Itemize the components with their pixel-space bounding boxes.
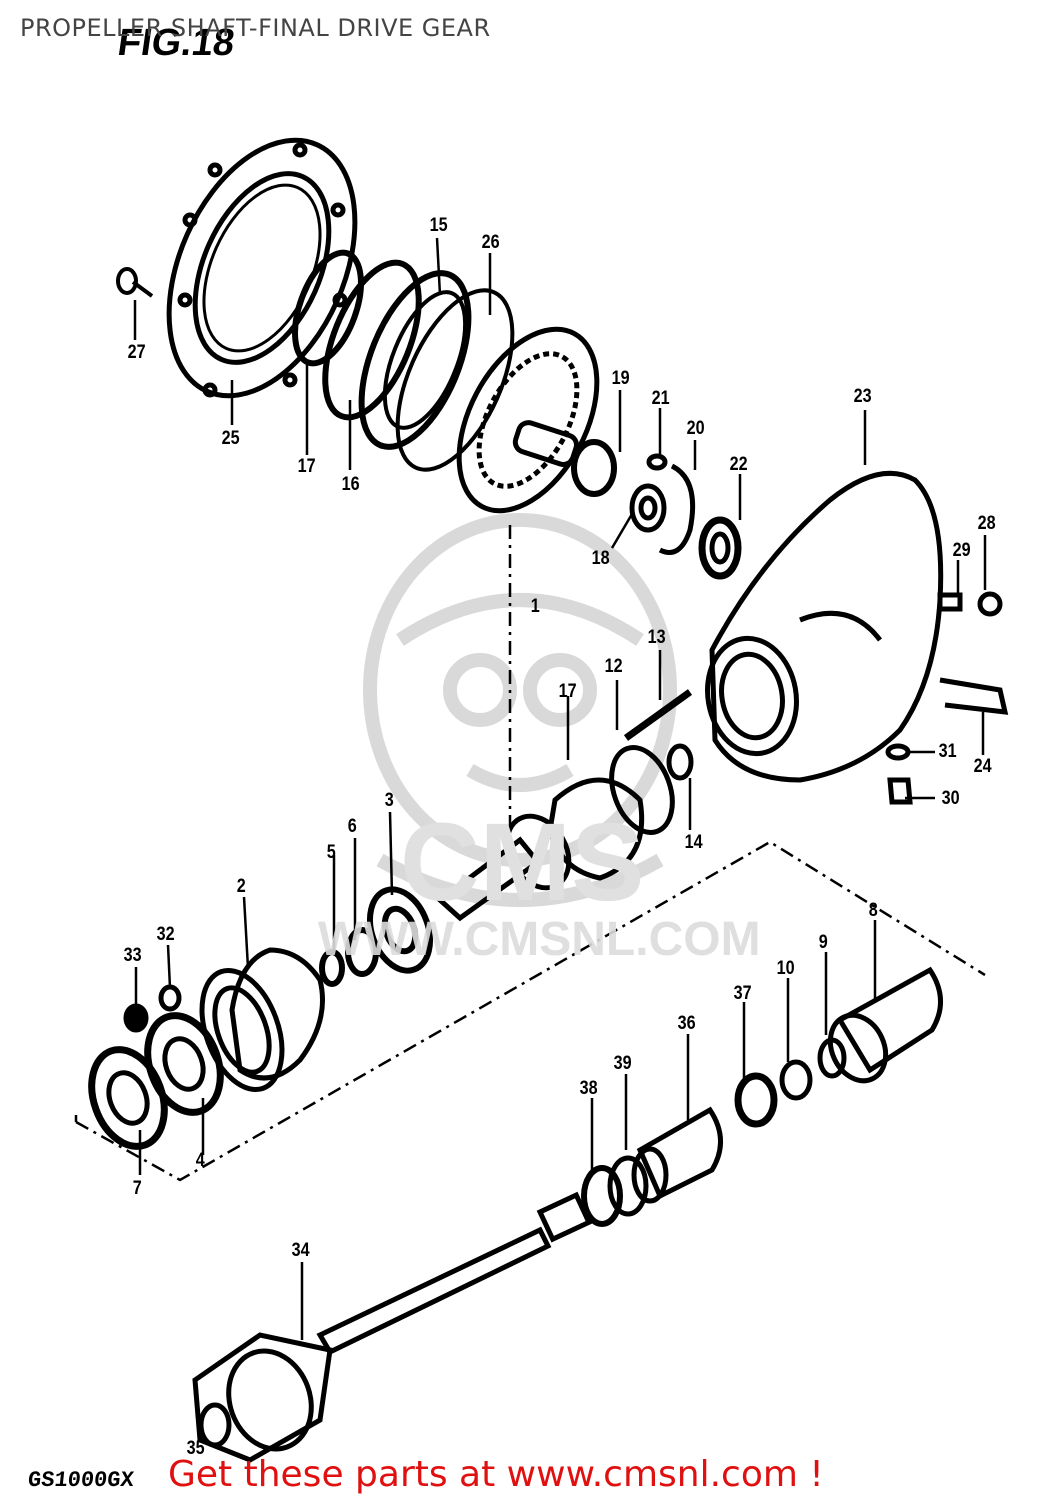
- callout-33: 33: [123, 945, 142, 966]
- watermark-mascot: [363, 513, 677, 907]
- callout-8: 8: [868, 900, 878, 921]
- callout-16: 16: [341, 474, 360, 495]
- pinion-assembly: [436, 689, 694, 922]
- callout-28: 28: [977, 513, 996, 534]
- damper-parts: [581, 966, 943, 1227]
- gear-cover-plate: [166, 137, 358, 399]
- callout-20: 20: [686, 418, 705, 439]
- callout-35: 35: [186, 1438, 205, 1459]
- callout-15: 15: [429, 215, 448, 236]
- callout-23: 23: [853, 386, 872, 407]
- watermark-brand-text: CMS: [400, 801, 644, 924]
- bearing-case: [88, 947, 325, 1150]
- callout-21: 21: [651, 388, 670, 409]
- watermark-url: WWW.CMSNL.COM: [318, 913, 761, 966]
- page-title: PROPELLER SHAFT-FINAL DRIVE GEAR: [20, 14, 491, 42]
- callout-17-seal: 17: [297, 456, 316, 477]
- callout-12: 12: [604, 656, 623, 677]
- leader-lines: [133, 237, 987, 1340]
- callout-32: 32: [156, 924, 175, 945]
- callout-34: 34: [291, 1240, 310, 1261]
- callout-27: 27: [127, 342, 146, 363]
- propeller-shaft: [192, 1191, 593, 1463]
- callout-18: 18: [591, 548, 610, 569]
- callout-30: 30: [941, 788, 960, 809]
- callout-29: 29: [952, 540, 971, 561]
- callout-39: 39: [613, 1053, 632, 1074]
- callout-25: 25: [221, 428, 240, 449]
- callout-36: 36: [677, 1013, 696, 1034]
- ring-gear: [456, 326, 617, 514]
- callout-9: 9: [818, 932, 828, 953]
- callout-1: 1: [530, 596, 540, 617]
- callout-22: 22: [729, 454, 748, 475]
- callout-10: 10: [776, 958, 795, 979]
- callout-3: 3: [384, 790, 394, 811]
- parts-link-banner[interactable]: Get these parts at www.cmsnl.com !: [168, 1454, 824, 1495]
- reference-lines: [74, 525, 986, 1182]
- callout-5: 5: [326, 842, 336, 863]
- callout-6: 6: [347, 816, 357, 837]
- callout-7: 7: [132, 1178, 142, 1199]
- callout-31: 31: [938, 741, 957, 762]
- callout-24: 24: [973, 756, 992, 777]
- callout-13: 13: [647, 627, 666, 648]
- pinion-bearings: [319, 886, 433, 987]
- callout-19: 19: [611, 368, 630, 389]
- final-gear-case: [705, 470, 1009, 805]
- callout-17-gasket: 17: [558, 681, 577, 702]
- small-parts-right: [629, 453, 742, 580]
- callout-37: 37: [733, 983, 752, 1004]
- bolt-27: [116, 267, 154, 298]
- callout-2: 2: [236, 876, 246, 897]
- callout-26: 26: [481, 232, 500, 253]
- model-code: GS1000GX: [26, 1468, 135, 1493]
- callout-4: 4: [195, 1150, 205, 1171]
- callout-14: 14: [684, 832, 703, 853]
- callout-38: 38: [579, 1078, 598, 1099]
